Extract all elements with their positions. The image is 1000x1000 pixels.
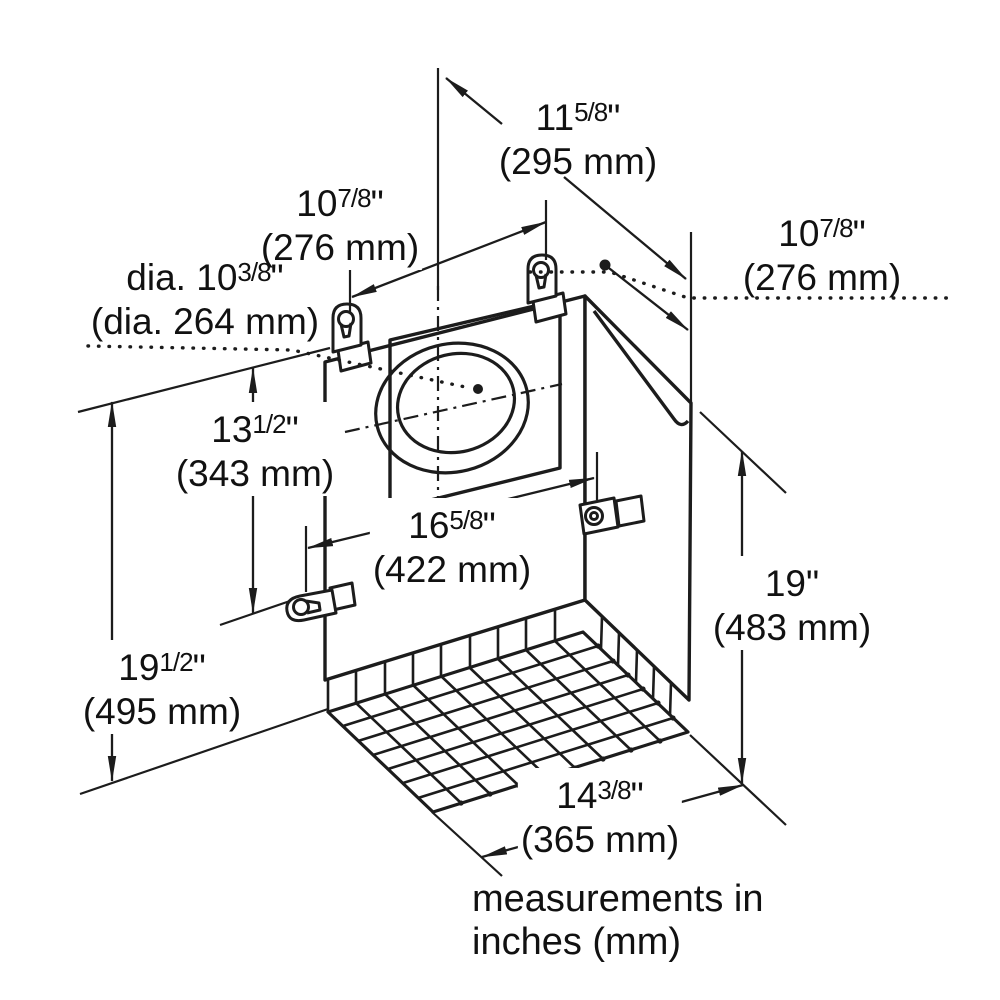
dim-height-side-label: 19" (483 mm) <box>709 556 875 650</box>
duct-mounting-plate <box>388 298 562 512</box>
dotted-leaders <box>86 270 950 390</box>
dim-depth-top-right-label: 107/8" (276 mm) <box>742 213 902 298</box>
grille-lip-left <box>326 609 557 712</box>
dim-line-depth-top-a <box>445 77 503 125</box>
dim-duct-diameter-label: dia. 103/8" (dia. 264 mm) <box>90 257 320 342</box>
dim-line-width-top-left <box>351 220 547 299</box>
duct-opening <box>344 286 563 525</box>
dim-width-bottom-label: 143/8" (365 mm) <box>517 768 683 862</box>
keyhole-bracket-top-left <box>331 302 373 373</box>
dim-line-depth-top-b <box>563 176 687 280</box>
dim-line-depth-top-right <box>604 264 689 331</box>
side-panel-fold <box>592 309 690 427</box>
mounting-grille <box>326 609 690 814</box>
grille-lip-right <box>599 616 673 717</box>
duct-outer-ring <box>374 341 530 475</box>
dim-width-panel-label: 165/8" (422 mm) <box>369 498 535 592</box>
duct-center-dot <box>473 384 483 394</box>
duct-inner-ring <box>395 351 517 455</box>
diameter-leader-dotted <box>86 344 472 390</box>
grille-wires-depth <box>355 640 661 804</box>
dim-height-total-label: 191/2" (495 mm) <box>79 640 245 734</box>
duct-centerline-width <box>344 382 563 434</box>
grille-wires-width <box>342 644 674 800</box>
dim-depth-top-label: 115/8" (295 mm) <box>498 97 658 182</box>
units-caption: measurements in inches (mm) <box>472 878 764 963</box>
keyhole-bracket-mid-left <box>285 581 357 623</box>
dim-origin-dot <box>599 259 611 271</box>
dim-height-upper-label: 131/2" (343 mm) <box>172 402 338 496</box>
keyhole-bracket-top-right <box>526 253 568 324</box>
